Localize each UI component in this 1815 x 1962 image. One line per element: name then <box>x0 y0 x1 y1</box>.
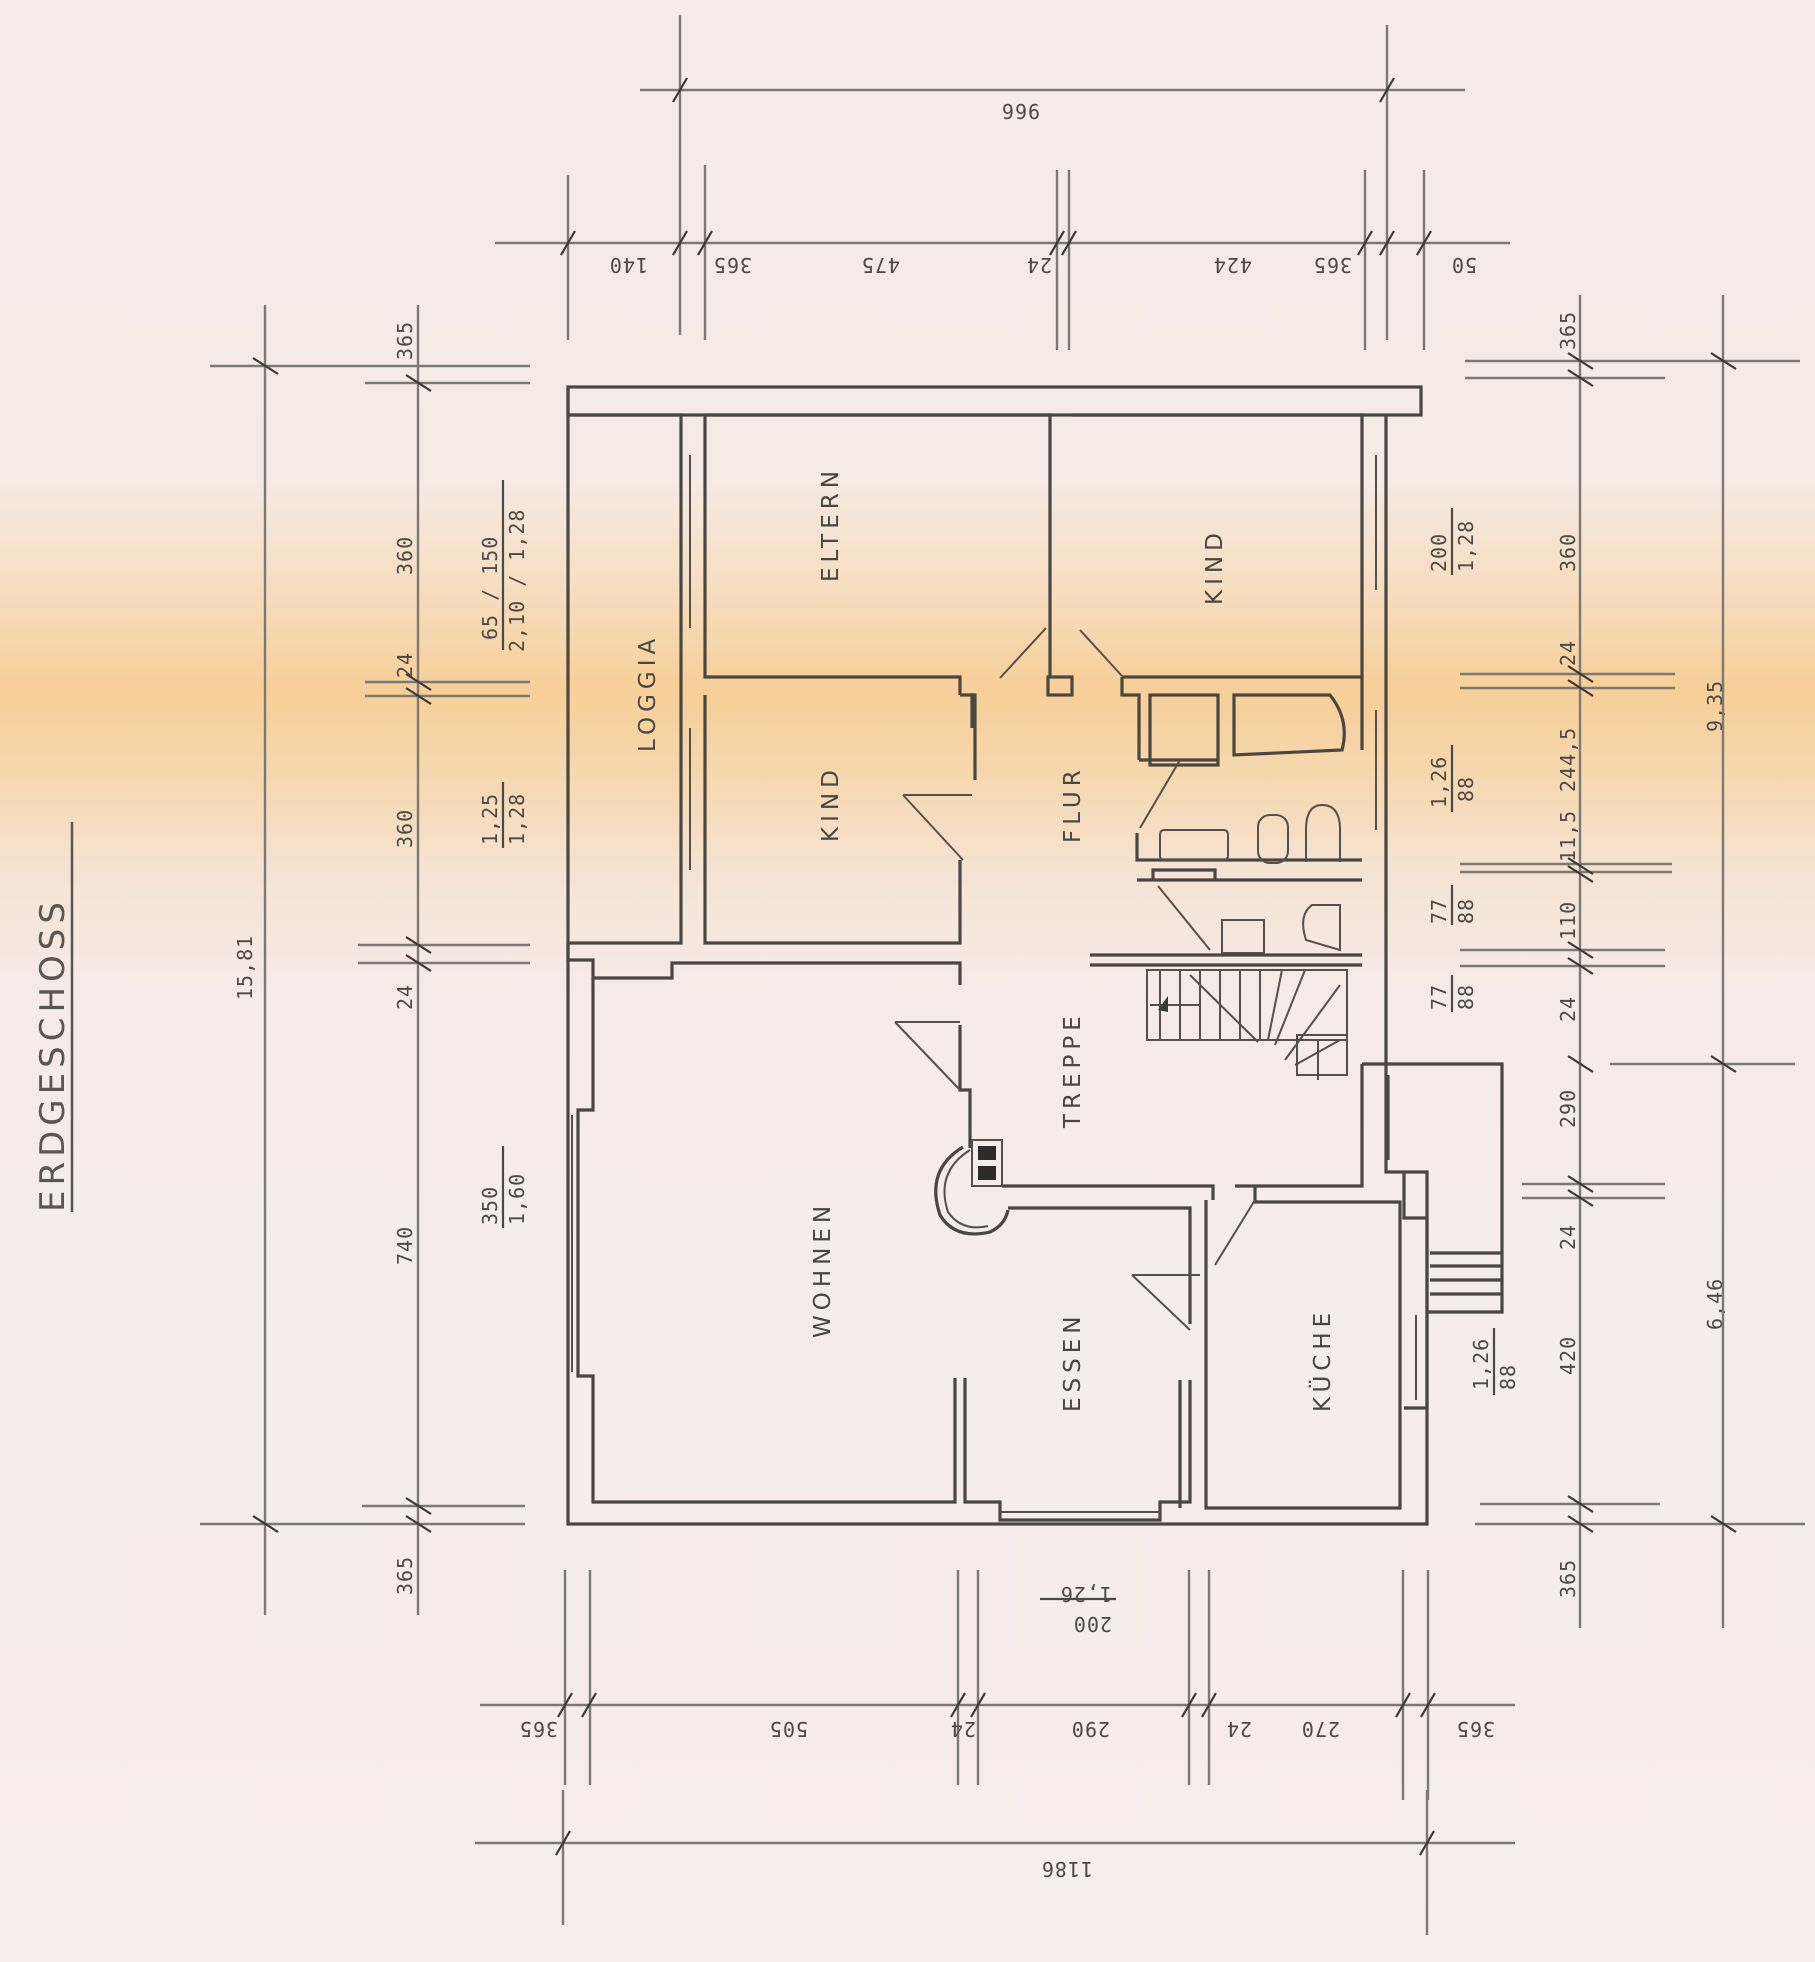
svg-text:740: 740 <box>393 1226 417 1265</box>
room-label-loggia: LOGGIA <box>635 634 661 752</box>
chimney <box>934 1139 1010 1236</box>
svg-text:11,5: 11,5 <box>1556 810 1580 862</box>
svg-text:50: 50 <box>1451 253 1477 277</box>
window-label-treppe: 77 88 <box>1427 975 1478 1012</box>
window-label-kueche: 1,26 88 <box>1469 1328 1520 1395</box>
svg-text:15,81: 15,81 <box>233 935 257 1000</box>
svg-text:360: 360 <box>393 536 417 575</box>
svg-text:65 / 150: 65 / 150 <box>478 536 502 640</box>
staircase <box>1146 969 1348 1080</box>
svg-text:365: 365 <box>1556 1559 1580 1598</box>
svg-text:24: 24 <box>1556 996 1580 1022</box>
window-label-eltern: 65 / 150 2,10 / 1,28 <box>478 480 529 652</box>
svg-text:24: 24 <box>1026 253 1052 277</box>
bottom-dimension-chain: 365 505 24 290 24 270 365 1186 1,26 200 <box>475 1570 1515 1935</box>
svg-text:505: 505 <box>769 1717 808 1741</box>
svg-text:290: 290 <box>1071 1717 1110 1741</box>
svg-text:360: 360 <box>393 809 417 848</box>
right-dimension-chain: 9,35 6,46 365 360 24 244,5 11,5 110 24 <box>1427 295 1805 1628</box>
room-label-kueche: KÜCHE <box>1308 1308 1336 1412</box>
svg-text:24: 24 <box>950 1717 976 1741</box>
svg-text:1,26: 1,26 <box>1469 1338 1493 1390</box>
svg-text:200: 200 <box>1073 1612 1112 1636</box>
svg-text:88: 88 <box>1496 1364 1520 1390</box>
room-labels: LOGGIA ELTERN KIND KIND FLUR TREPPE WOHN… <box>635 466 1336 1412</box>
svg-text:1,26: 1,26 <box>1427 756 1451 808</box>
svg-text:140: 140 <box>609 253 648 277</box>
room-label-eltern: ELTERN <box>818 466 844 582</box>
svg-text:1,28: 1,28 <box>505 793 529 845</box>
svg-text:365: 365 <box>393 321 417 360</box>
window-label-kind-top: 200 1,28 <box>1427 508 1478 575</box>
svg-text:365: 365 <box>393 1556 417 1595</box>
svg-text:88: 88 <box>1454 984 1478 1010</box>
svg-text:88: 88 <box>1454 898 1478 924</box>
building-outline <box>566 385 1504 1526</box>
window-label-wohnen: 350 1,60 <box>478 1146 529 1228</box>
window-label-bad: 1,26 88 <box>1427 745 1478 812</box>
sheet-title: ERDGESCHOSS <box>33 822 74 1212</box>
svg-text:1,26: 1,26 <box>1060 1582 1112 1606</box>
top-dimension-chain: 966 140 365 475 24 424 365 50 <box>495 15 1510 350</box>
svg-text:1,60: 1,60 <box>505 1173 529 1225</box>
door-swings <box>894 627 1256 1331</box>
svg-text:365: 365 <box>1456 1717 1495 1741</box>
window-label-wc: 77 88 <box>1427 885 1478 925</box>
svg-text:244,5: 244,5 <box>1556 727 1580 792</box>
svg-text:350: 350 <box>478 1186 502 1225</box>
window-label-kind-left: 1,25 1,28 <box>478 782 529 848</box>
room-label-wohnen: WOHNEN <box>810 1201 836 1338</box>
svg-text:200: 200 <box>1427 533 1451 572</box>
svg-text:290: 290 <box>1556 1089 1580 1128</box>
svg-text:365: 365 <box>713 253 752 277</box>
svg-text:360: 360 <box>1556 533 1580 572</box>
svg-text:420: 420 <box>1556 1336 1580 1375</box>
interior-windows <box>689 455 1377 870</box>
svg-text:ERDGESCHOSS: ERDGESCHOSS <box>33 897 73 1212</box>
svg-text:110: 110 <box>1556 901 1580 940</box>
svg-text:88: 88 <box>1454 776 1478 802</box>
svg-text:365: 365 <box>1556 311 1580 350</box>
room-label-treppe: TREPPE <box>1060 1011 1086 1129</box>
svg-text:24: 24 <box>393 652 417 678</box>
svg-text:475: 475 <box>861 253 900 277</box>
svg-text:424: 424 <box>1213 253 1252 277</box>
svg-text:1,25: 1,25 <box>478 793 502 845</box>
window-label-essen: 1,26 200 <box>1040 1582 1116 1636</box>
svg-text:77: 77 <box>1427 984 1451 1010</box>
svg-text:24: 24 <box>1226 1717 1252 1741</box>
left-dimension-chain: 15,81 365 360 24 360 24 740 365 65 / 150… <box>200 305 530 1615</box>
svg-text:24: 24 <box>393 984 417 1010</box>
room-label-flur: FLUR <box>1060 765 1086 843</box>
svg-text:365: 365 <box>1313 253 1352 277</box>
svg-text:365: 365 <box>519 1717 558 1741</box>
svg-text:270: 270 <box>1301 1717 1340 1741</box>
svg-text:2,10 / 1,28: 2,10 / 1,28 <box>505 509 529 652</box>
svg-text:1186: 1186 <box>1041 1857 1093 1881</box>
room-label-kind-top: KIND <box>1202 528 1228 605</box>
svg-text:77: 77 <box>1427 898 1451 924</box>
svg-text:24: 24 <box>1556 640 1580 666</box>
svg-text:24: 24 <box>1556 1224 1580 1250</box>
room-label-essen: ESSEN <box>1060 1312 1086 1412</box>
room-label-kind-left: KIND <box>818 765 844 842</box>
svg-text:966: 966 <box>1001 99 1040 123</box>
svg-text:1,28: 1,28 <box>1454 520 1478 572</box>
